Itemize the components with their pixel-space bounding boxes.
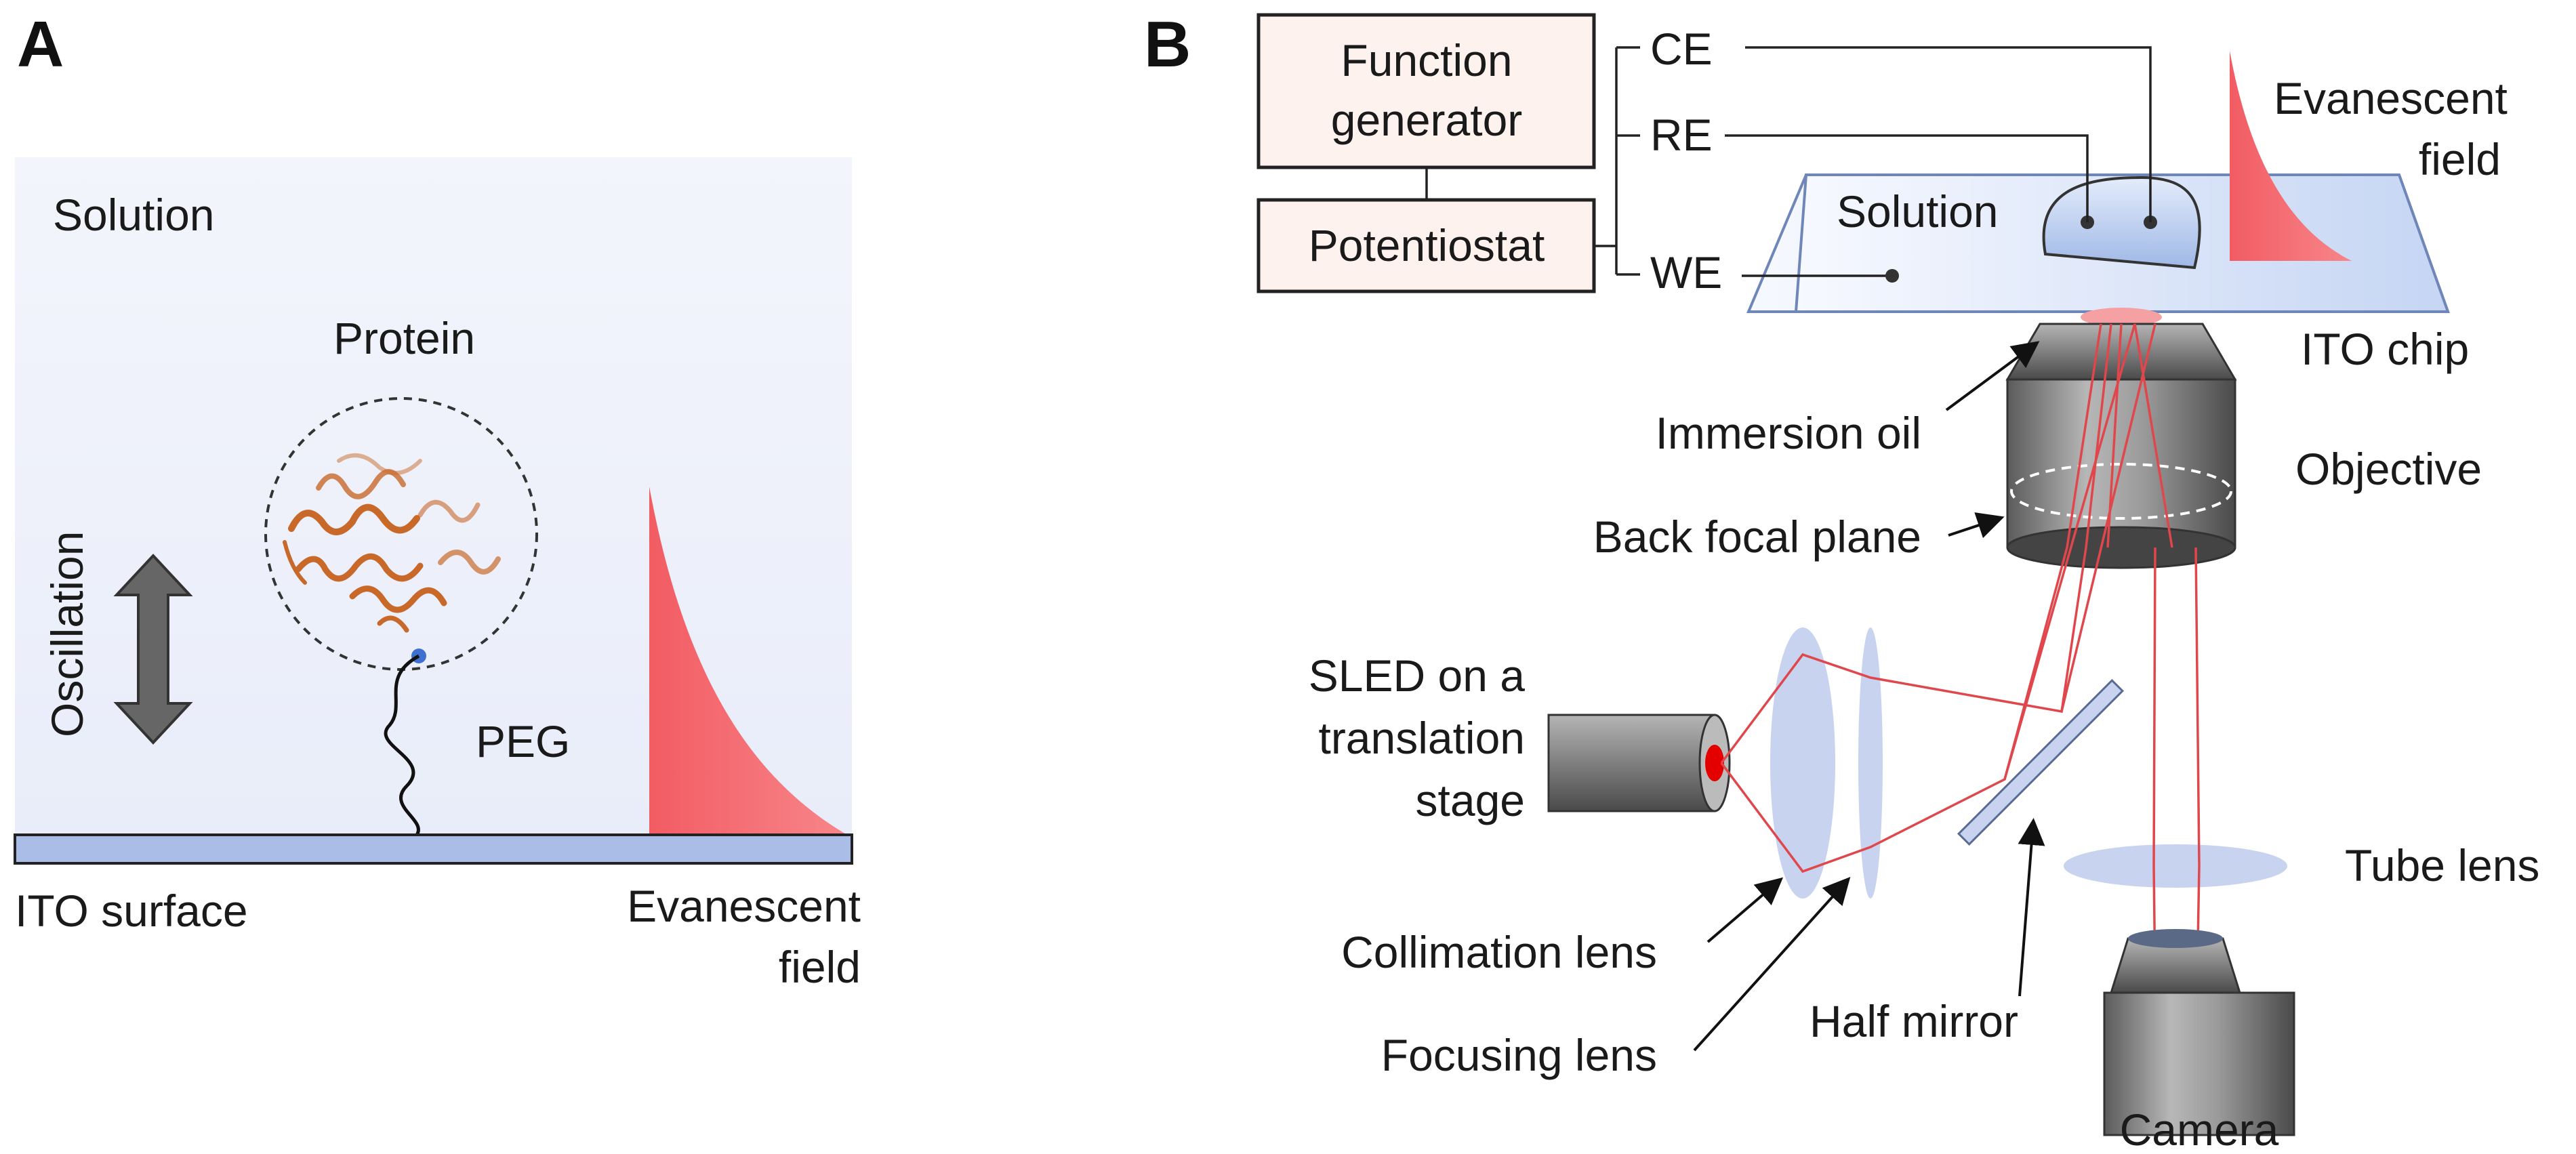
electrode-bracket xyxy=(1594,46,1640,276)
focusing-lens xyxy=(1858,627,1883,899)
evanescent-field-b xyxy=(2230,51,2352,261)
sled-body xyxy=(1547,714,1716,812)
immersion-oil-label: Immersion oil xyxy=(1656,408,1921,458)
back-focal-plane-marker xyxy=(2010,463,2232,520)
evanescent-label-b-2: field xyxy=(2419,134,2501,184)
ce-label: CE xyxy=(1650,24,1713,74)
solution-label-a: Solution xyxy=(53,190,215,240)
function-generator-label-2: generator xyxy=(1331,95,1523,145)
function-generator-box xyxy=(1256,13,1596,169)
re-label: RE xyxy=(1650,110,1713,160)
immersion-oil-arrow xyxy=(1945,341,2040,411)
solution-droplet xyxy=(2042,176,2201,270)
potentiostat-box xyxy=(1256,198,1596,293)
oscillation-arrow-icon xyxy=(113,554,193,745)
back-focal-plane-arrow xyxy=(1948,512,2005,539)
evanescent-label-a-2: field xyxy=(779,942,861,992)
re-wire xyxy=(1725,134,2089,222)
protein-structure-icon xyxy=(283,453,501,633)
focusing-lens-label: Focusing lens xyxy=(1381,1030,1657,1080)
function-generator-label-1: Function xyxy=(1341,35,1512,85)
ito-surface-label: ITO surface xyxy=(15,886,248,936)
half-mirror-label: Half mirror xyxy=(1810,996,2018,1046)
immersion-oil xyxy=(2081,308,2162,327)
back-focal-plane-label: Back focal plane xyxy=(1593,512,1921,562)
ito-surface-bar xyxy=(14,833,853,865)
solution-label-b: Solution xyxy=(1837,186,1999,236)
tube-lens xyxy=(2064,844,2287,888)
camera-body xyxy=(2103,991,2295,1136)
sled-label-2: translation xyxy=(1318,713,1525,763)
collimation-lens xyxy=(1770,627,1835,899)
protein-label: Protein xyxy=(333,313,475,363)
potentiostat-label: Potentiostat xyxy=(1309,220,1545,270)
objective-label: Objective xyxy=(2295,444,2482,494)
tube-lens-label: Tube lens xyxy=(2345,840,2539,890)
panel-a-letter: A xyxy=(17,8,64,81)
panel-b-letter: B xyxy=(1144,8,1191,81)
sled-label-1: SLED on a xyxy=(1309,651,1525,701)
we-electrode-dot xyxy=(1885,269,1899,283)
half-mirror xyxy=(1957,678,2125,846)
ito-chip-label: ITO chip xyxy=(2301,324,2469,374)
evanescent-label-b-1: Evanescent xyxy=(2274,73,2508,123)
oscillation-label: Oscillation xyxy=(42,531,92,737)
ce-wire xyxy=(1745,46,2152,222)
peg-label: PEG xyxy=(476,716,570,766)
objective-bottom xyxy=(2006,526,2236,569)
collimation-lens-arrow xyxy=(1706,877,1784,943)
camera-top xyxy=(2128,929,2223,948)
evanescent-field-a xyxy=(649,487,847,835)
half-mirror-arrow xyxy=(2018,818,2045,997)
collimation-lens-label: Collimation lens xyxy=(1341,927,1657,977)
sled-label-3: stage xyxy=(1416,775,1525,825)
camera-label: Camera xyxy=(2120,1105,2279,1154)
peg-linker xyxy=(384,654,420,836)
we-label: WE xyxy=(1650,247,1722,297)
focusing-lens-arrow xyxy=(1693,877,1851,1052)
sled-emitter xyxy=(1705,745,1724,781)
evanescent-label-a-1: Evanescent xyxy=(627,881,861,931)
